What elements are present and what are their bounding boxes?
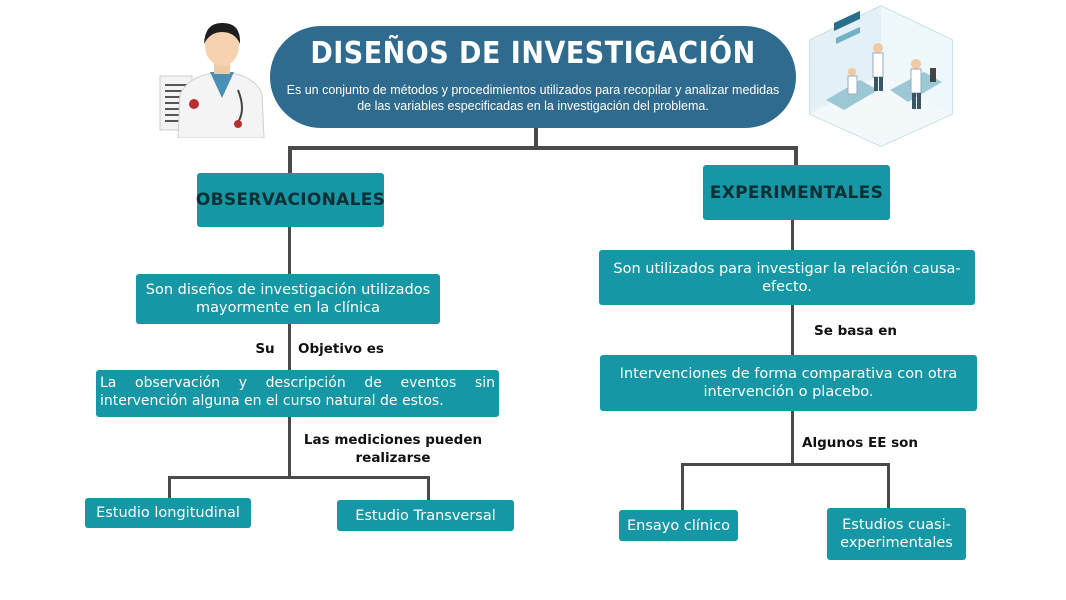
header-description: Es un conjunto de métodos y procedimient… <box>286 83 780 113</box>
type-box-longitudinal: Estudio longitudinal <box>85 498 251 528</box>
connector-line <box>791 410 794 465</box>
connector-line <box>427 476 430 502</box>
connector-line <box>791 219 794 251</box>
connector-line <box>288 226 291 274</box>
connector-line <box>681 463 684 511</box>
experimentales-box: EXPERIMENTALES <box>703 165 890 220</box>
connector-line <box>288 146 798 150</box>
connector-line <box>288 146 292 174</box>
connector-line <box>288 416 291 478</box>
diagram-title: DISEÑOS DE INVESTIGACIÓN <box>310 36 756 71</box>
observacionales-objective-box: La observación y descripción de eventos … <box>96 370 499 417</box>
connector-line <box>794 146 798 166</box>
header-pill: DISEÑOS DE INVESTIGACIÓN Es un conjunto … <box>270 26 796 128</box>
connector-line <box>288 323 291 371</box>
connector-line <box>534 126 538 148</box>
observacionales-box: OBSERVACIONALES <box>196 173 385 227</box>
examples-label: Algunos EE son <box>802 435 919 451</box>
connector-label-su: Su <box>255 341 275 357</box>
connector-line <box>791 305 794 355</box>
observacionales-definition-box: Son diseños de investigación utilizados … <box>136 274 440 324</box>
connector-line <box>887 463 890 509</box>
type-box-cuasi: Estudios cuasi-experimentales <box>827 508 966 560</box>
connector-line <box>168 476 430 479</box>
measurements-label: Las mediciones pueden realizarse <box>303 432 483 466</box>
type-box-ensayo: Ensayo clínico <box>619 510 738 541</box>
connector-label-objetivo: Objetivo es <box>298 341 384 357</box>
connector-label-se-basa: Se basa en <box>814 323 897 339</box>
connector-line <box>681 463 890 466</box>
experimentales-definition-box: Son utilizados para investigar la relaci… <box>599 250 975 305</box>
type-box-transversal: Estudio Transversal <box>337 500 514 531</box>
laboratory-room-icon <box>809 5 953 147</box>
connector-line <box>168 476 171 500</box>
experimentales-basis-box: Intervenciones de forma comparativa con … <box>600 355 977 411</box>
doctor-with-chart-icon <box>159 22 265 138</box>
